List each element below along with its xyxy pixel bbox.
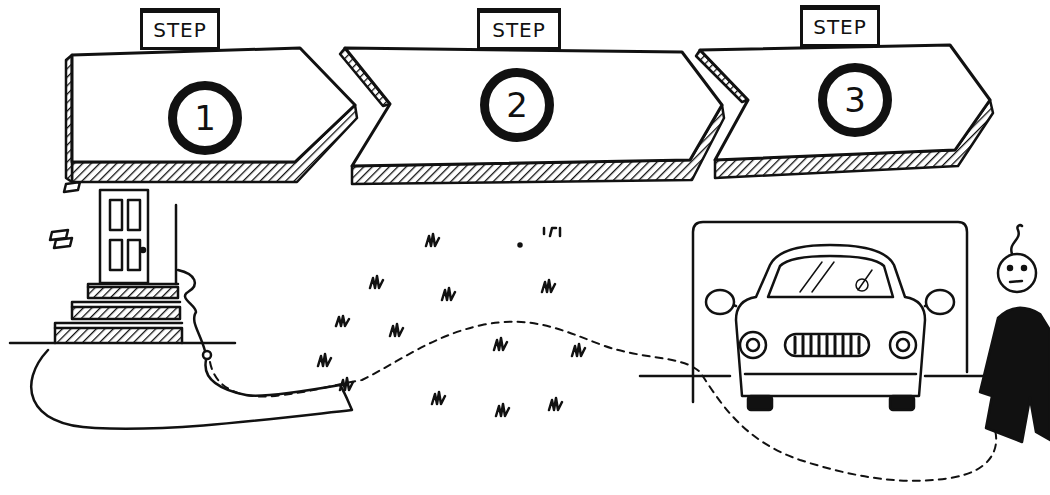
step-label: STEP — [477, 8, 561, 50]
step-arrow: STEP 2 — [338, 5, 728, 190]
grass-tufts — [318, 228, 585, 416]
step-arrow-face — [72, 48, 355, 162]
headlight — [740, 332, 766, 358]
mirror-stalk — [730, 304, 931, 306]
side-mirror — [706, 290, 734, 314]
step-arrow-face — [345, 48, 722, 166]
person-head — [998, 254, 1036, 292]
person-eye — [1008, 266, 1012, 270]
car-windshield — [768, 256, 893, 297]
side-mirror — [926, 290, 954, 314]
headlight-lens — [897, 339, 909, 351]
step-arrow-face — [700, 45, 990, 160]
stair-treads — [55, 284, 182, 328]
step-arrow: STEP 3 — [695, 5, 1000, 190]
step-label: STEP — [800, 5, 880, 47]
railing — [178, 270, 205, 351]
walkway — [31, 350, 352, 429]
headlight-lens — [747, 339, 759, 351]
step-number: 2 — [480, 68, 554, 142]
stair-riser — [88, 287, 178, 298]
door-panels — [110, 200, 140, 270]
car-bumper — [745, 373, 916, 376]
person-body — [980, 308, 1050, 442]
step-number: 3 — [818, 63, 892, 137]
sketch — [10, 175, 1050, 481]
step-number: 1 — [168, 81, 242, 155]
step-label: STEP — [140, 8, 220, 50]
car-grille — [785, 334, 869, 356]
grass-dot — [519, 244, 522, 247]
door-knob — [141, 248, 145, 252]
railing-post — [203, 351, 211, 359]
step-arrow: STEP 1 — [62, 5, 362, 190]
headlight — [890, 332, 916, 358]
person-eye — [1022, 266, 1026, 270]
car-wheel — [748, 396, 772, 410]
glass-reflection — [800, 262, 872, 292]
hair-curl — [1011, 225, 1022, 254]
car-wheel — [890, 396, 914, 410]
stair-riser — [55, 328, 182, 343]
stair-riser — [72, 307, 180, 319]
wall-line — [175, 205, 178, 284]
car-body — [736, 245, 925, 396]
door — [100, 190, 148, 283]
steering-wheel — [856, 279, 868, 291]
person-mouth — [1010, 281, 1022, 282]
brick-marks — [50, 175, 86, 248]
grille-bars — [795, 336, 859, 354]
